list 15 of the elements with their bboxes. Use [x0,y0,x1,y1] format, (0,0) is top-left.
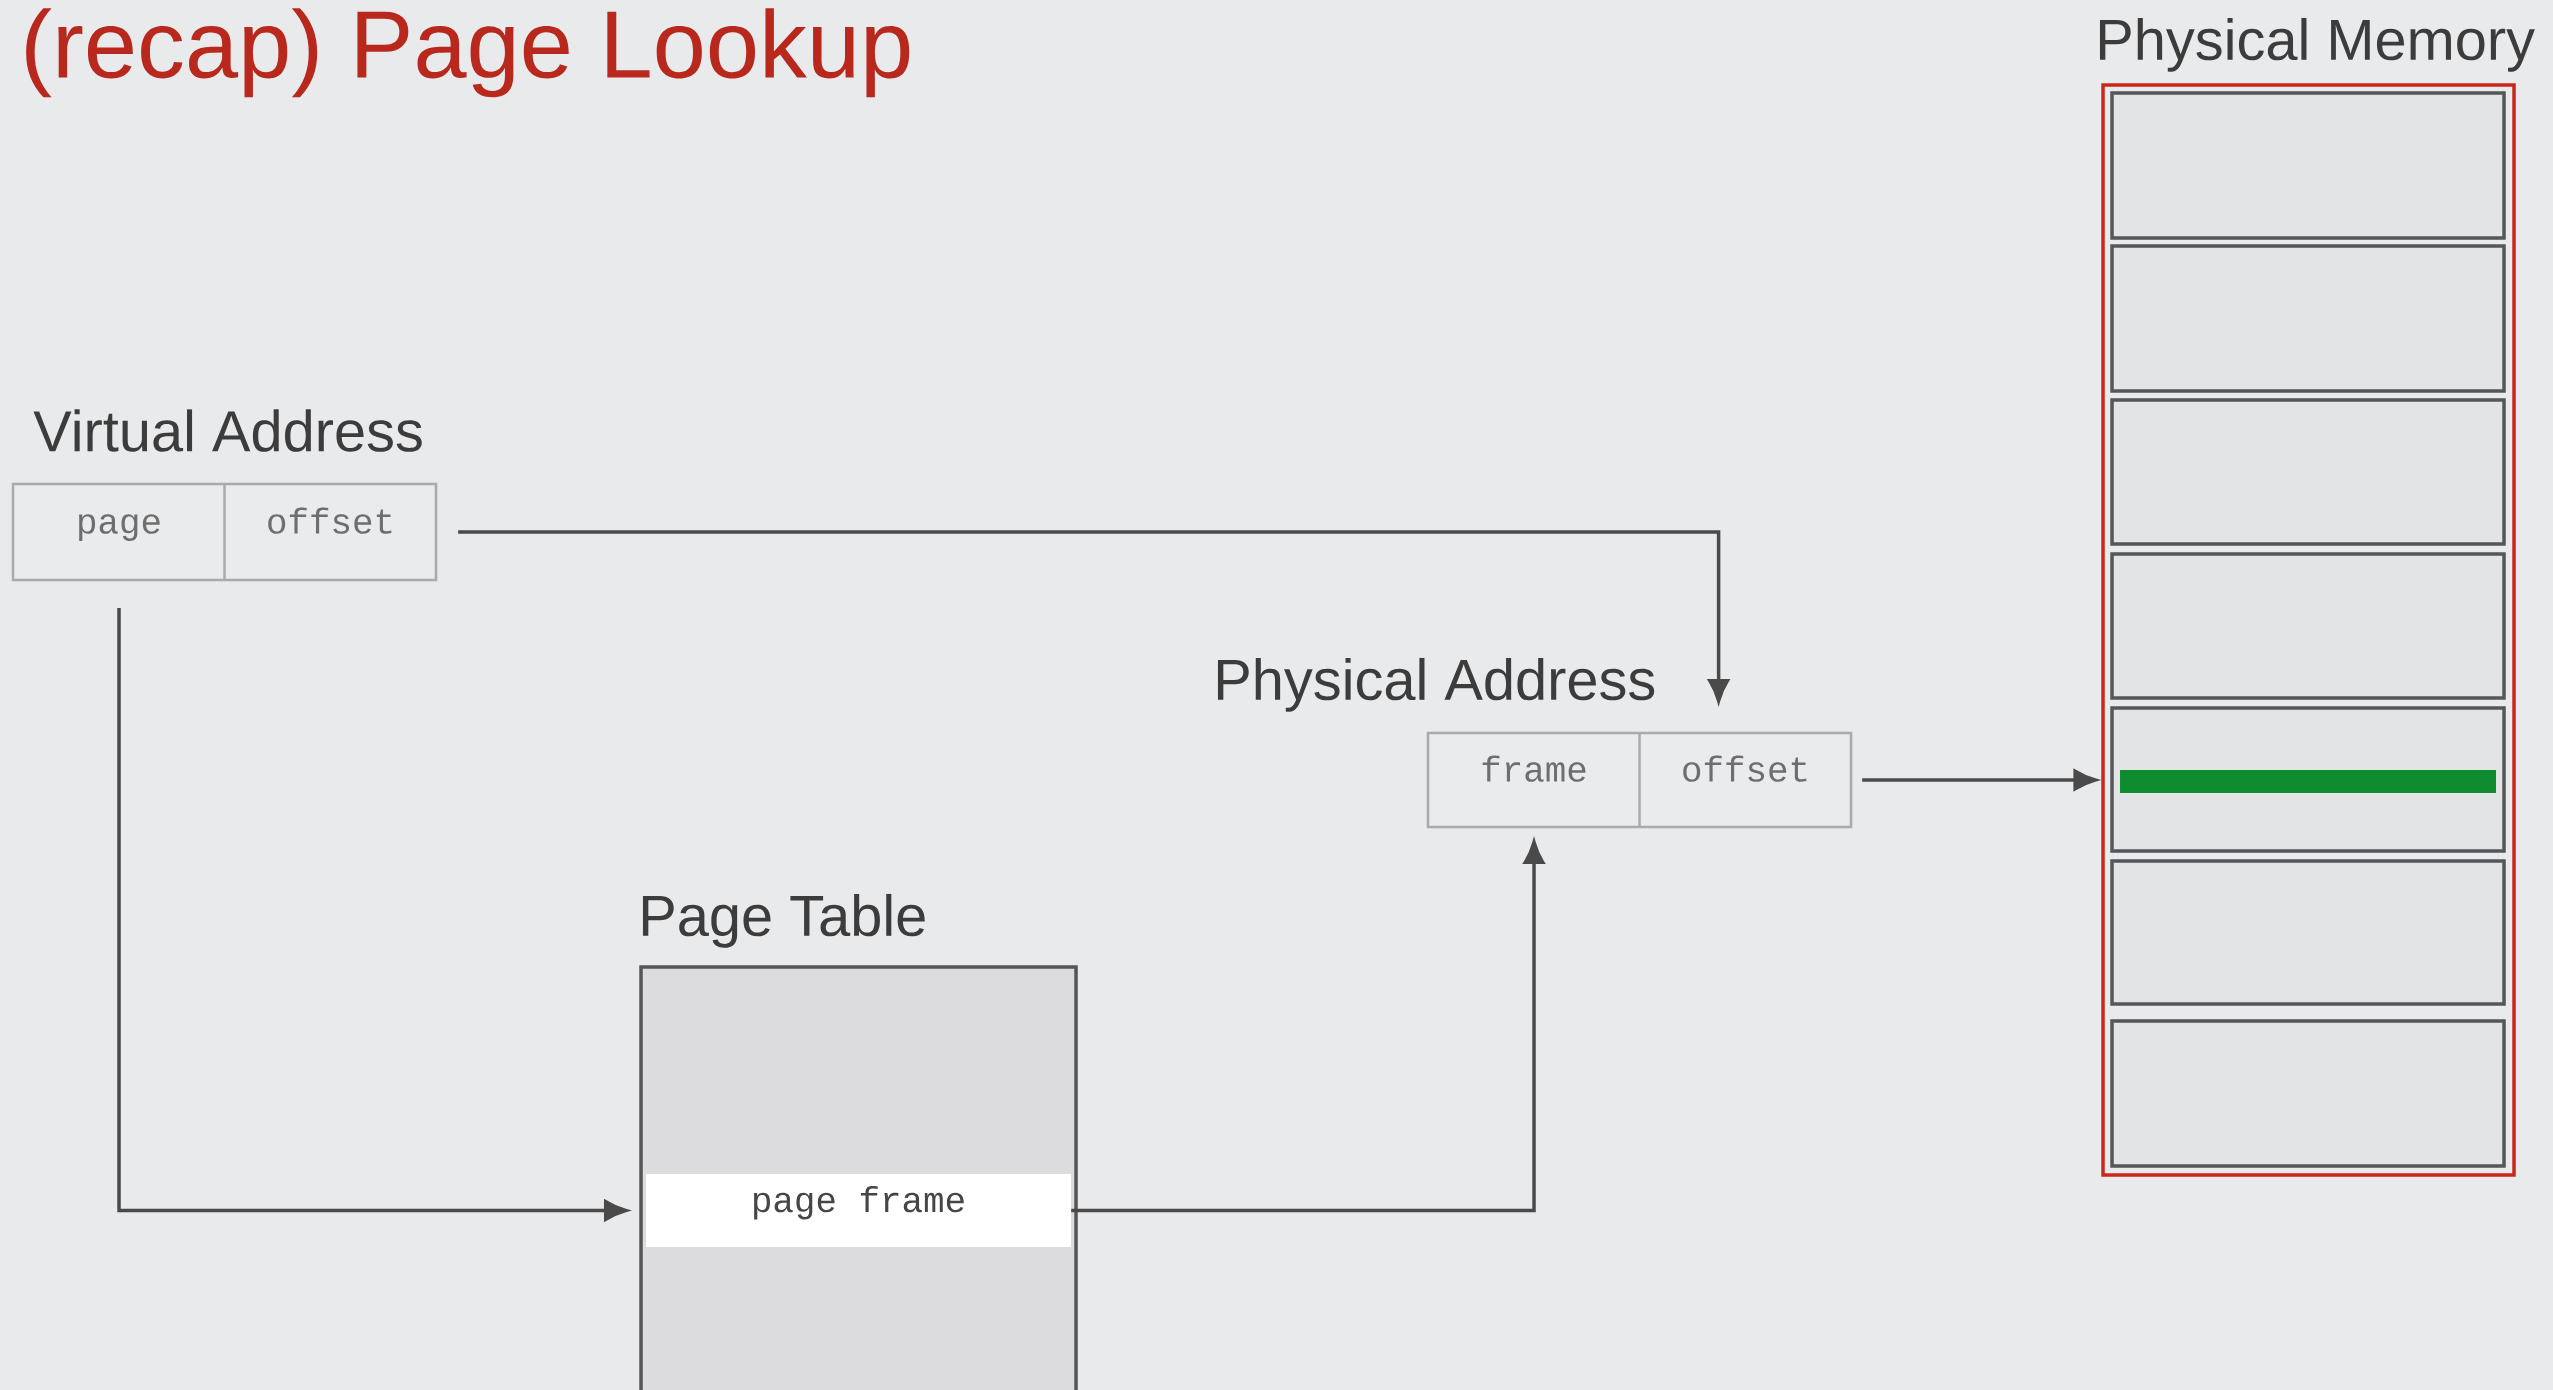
address-field: frame [1482,755,1586,782]
memory-frame [2110,398,2506,546]
heading: Page Table [642,893,925,948]
memory-frame [2110,244,2506,393]
address-field: offset [268,507,392,534]
address-field: page [79,514,160,541]
heading: Virtual Address [33,409,422,452]
memory-frame [2110,1019,2506,1168]
address-field: offset [1683,755,1807,782]
heading: Physical Memory [2099,17,2535,72]
memory-frame [2110,91,2506,240]
memory-frame [2110,552,2506,700]
slide-title: (recap) Page Lookup [26,8,910,98]
memory-frame [2110,859,2506,1006]
table-row: page frame [646,1174,1071,1247]
